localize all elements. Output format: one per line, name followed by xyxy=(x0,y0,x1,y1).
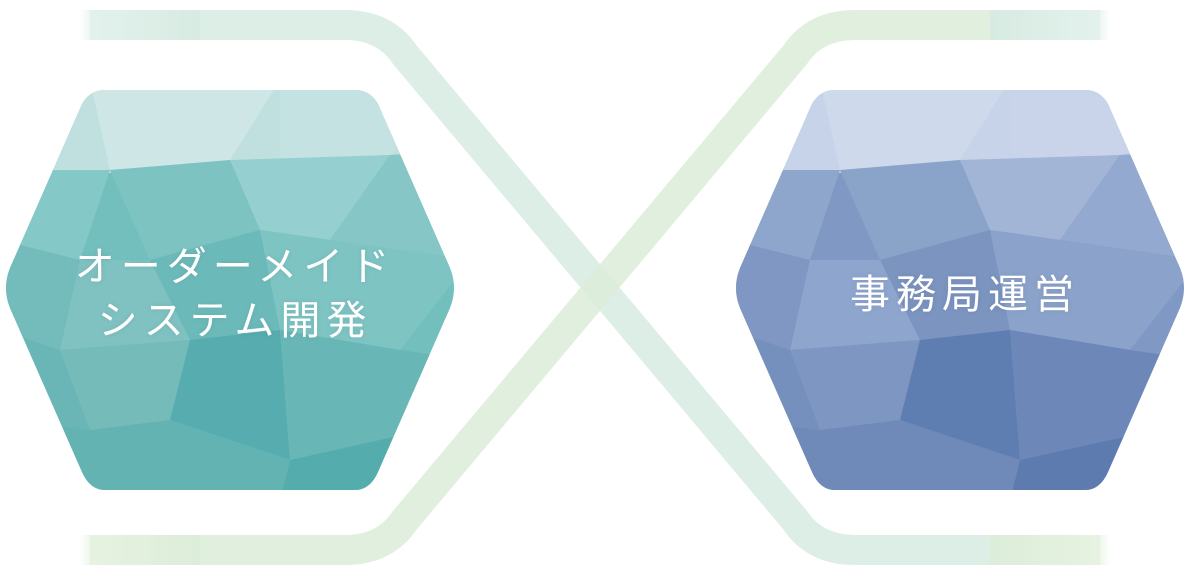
left-hexagon xyxy=(6,90,454,490)
right-hexagon-label: 事務局運営 xyxy=(750,268,1180,322)
connector-band xyxy=(80,10,1110,565)
left-label-line-1: オーダーメイド xyxy=(74,244,396,290)
right-label-text: 事務局運営 xyxy=(850,272,1080,318)
left-hexagon-label: オーダーメイド システム開発 xyxy=(20,240,450,348)
left-label-line-2: システム開発 xyxy=(97,298,373,344)
